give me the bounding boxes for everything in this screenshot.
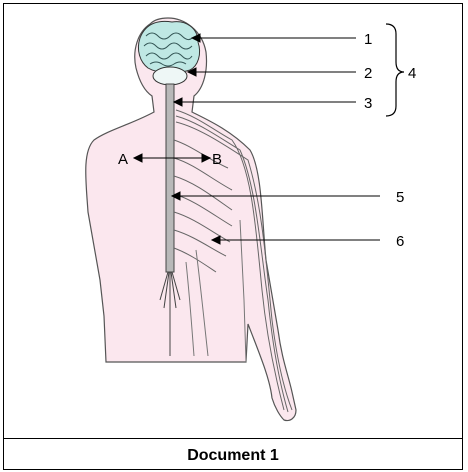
label-2: 2 xyxy=(364,65,372,82)
label-a: A xyxy=(118,151,128,168)
label-4: 4 xyxy=(408,65,416,82)
label-5: 5 xyxy=(396,189,404,206)
spinal-cord xyxy=(166,84,174,272)
label-b: B xyxy=(212,151,222,168)
cerebellum xyxy=(153,67,187,85)
brace-4 xyxy=(386,24,404,116)
label-6: 6 xyxy=(396,233,404,250)
figure-caption: Document 1 xyxy=(3,447,463,465)
label-3: 3 xyxy=(364,95,372,112)
label-1: 1 xyxy=(364,31,372,48)
